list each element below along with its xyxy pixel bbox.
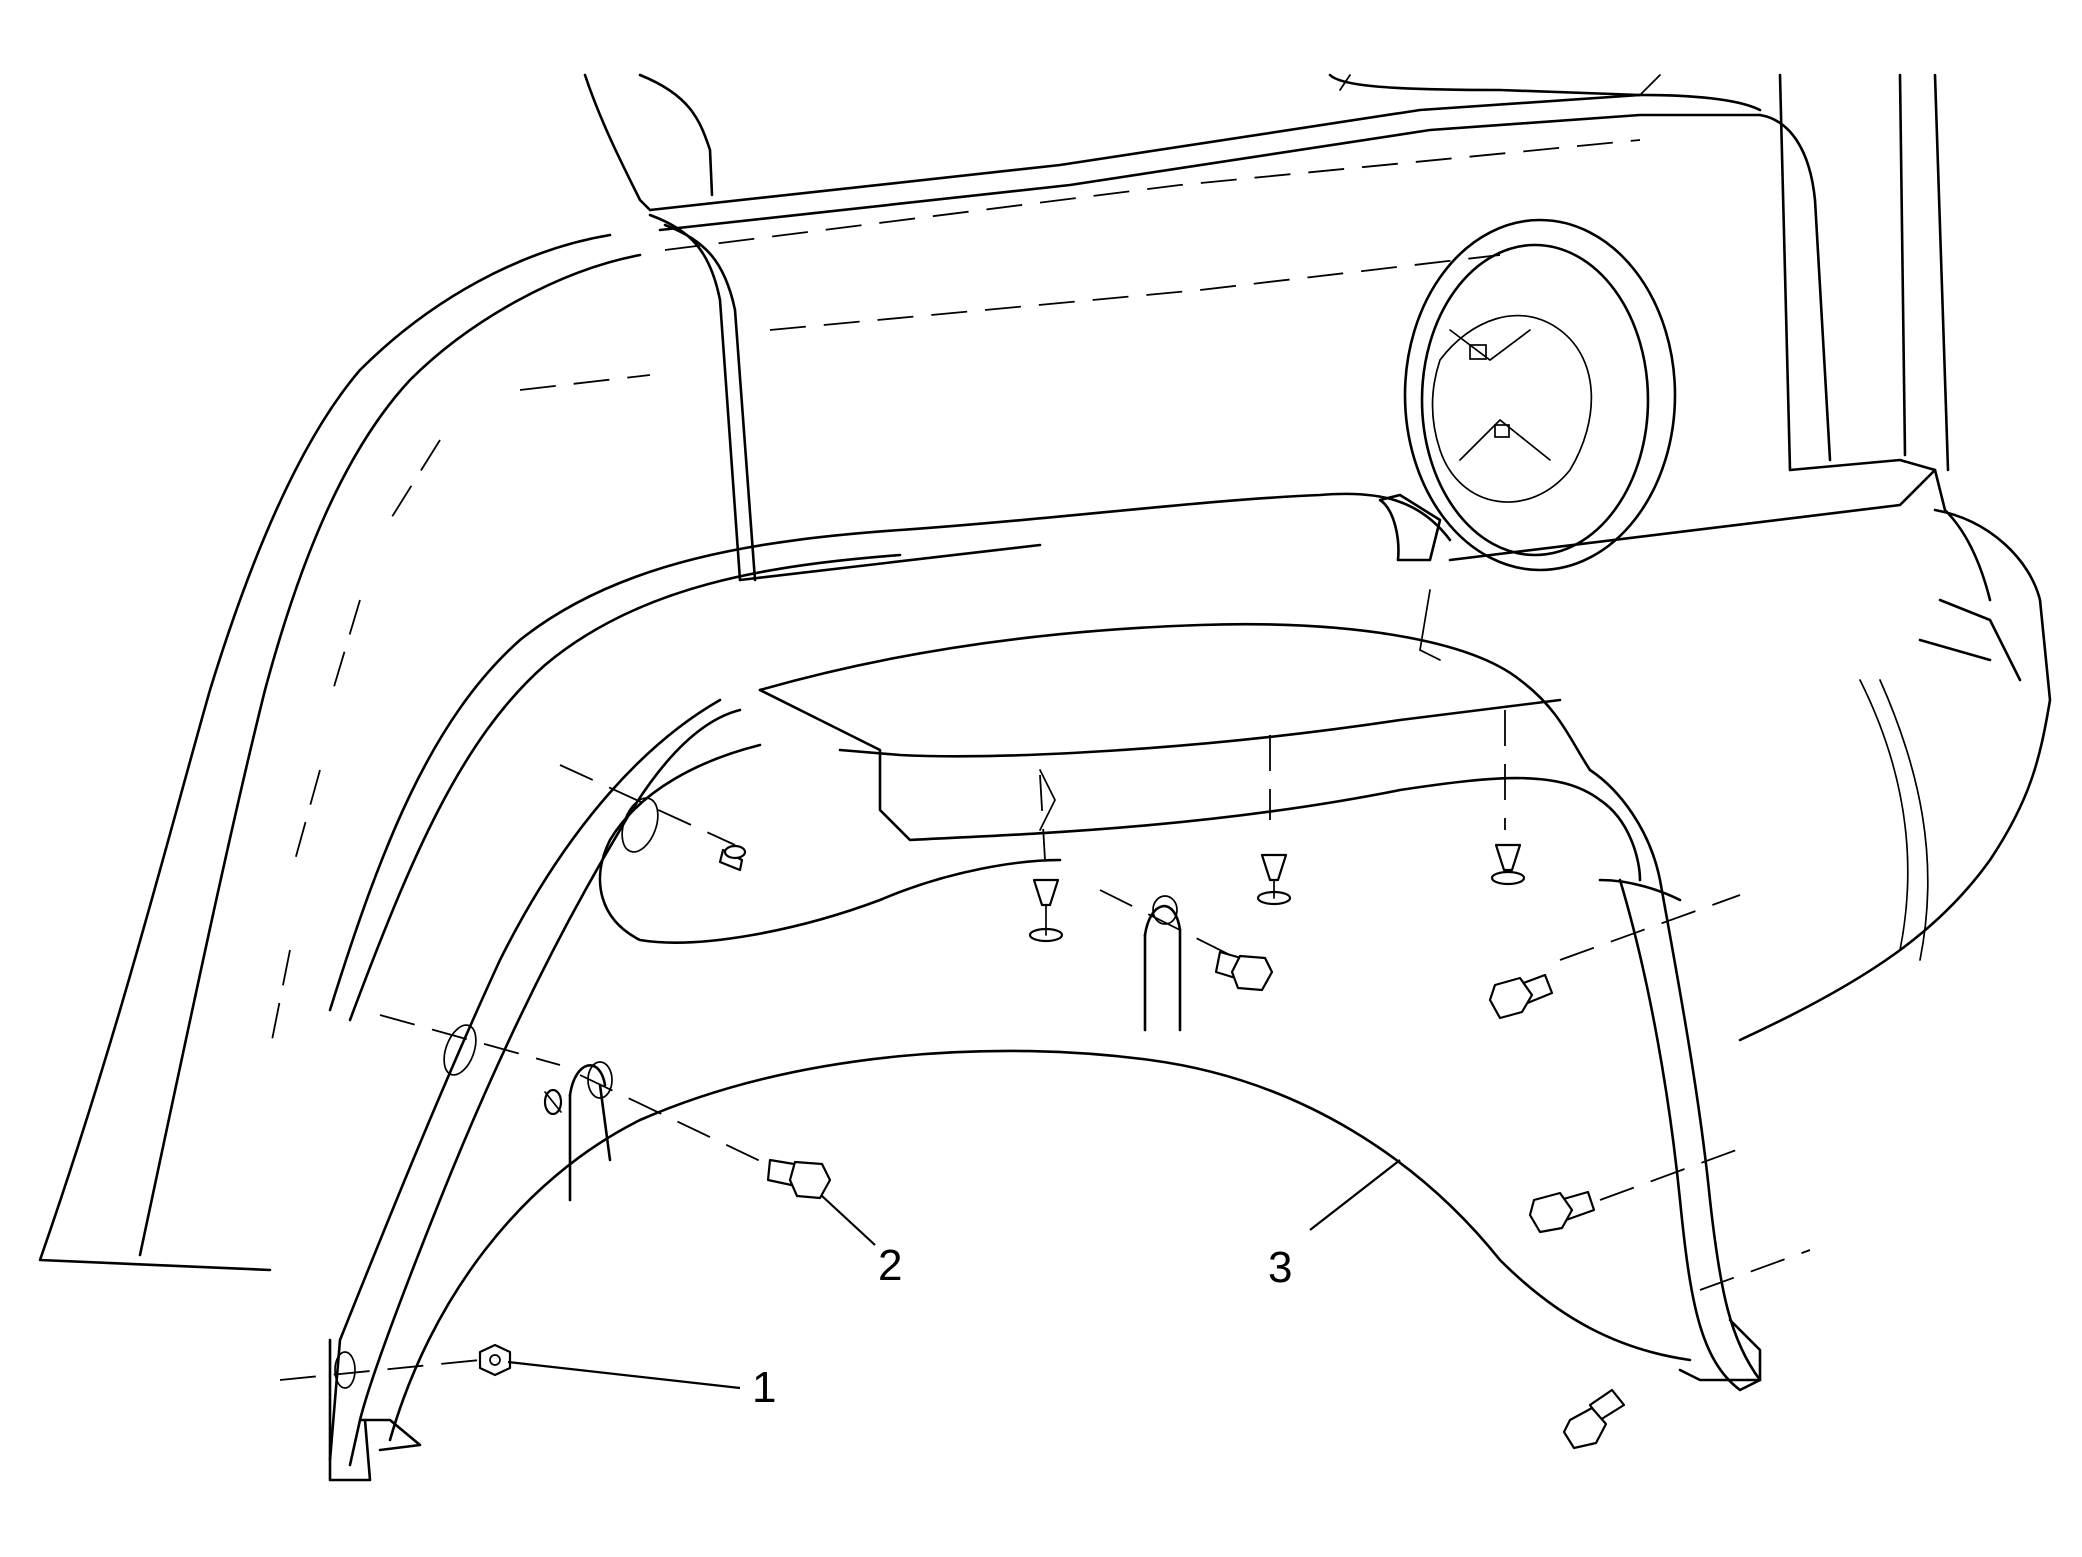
bolt-icon [1488, 973, 1554, 1020]
callout-2: 2 [878, 1241, 902, 1290]
callout-3: 3 [1268, 1243, 1292, 1292]
push-retainer-icon [1028, 878, 1064, 943]
nut-icon [478, 1343, 512, 1377]
push-retainer-icon [1256, 853, 1292, 906]
fasteners [478, 843, 1626, 1450]
push-retainer-icon [718, 844, 747, 872]
liner-slots [334, 797, 1178, 1389]
bolt-icon [766, 1158, 832, 1200]
bolt-icon [1528, 1190, 1596, 1234]
bolt-icon [1562, 1388, 1626, 1450]
wheelhouse-liner [328, 622, 1762, 1482]
callout-1: 1 [752, 1363, 776, 1412]
push-retainer-icon [543, 1088, 563, 1116]
fastener-axes [279, 710, 1811, 1381]
vehicle-body [38, 73, 2052, 1272]
bolt-icon [1214, 950, 1274, 992]
push-retainer-icon [1490, 843, 1526, 886]
callouts: 1 2 3 [507, 1159, 1401, 1412]
